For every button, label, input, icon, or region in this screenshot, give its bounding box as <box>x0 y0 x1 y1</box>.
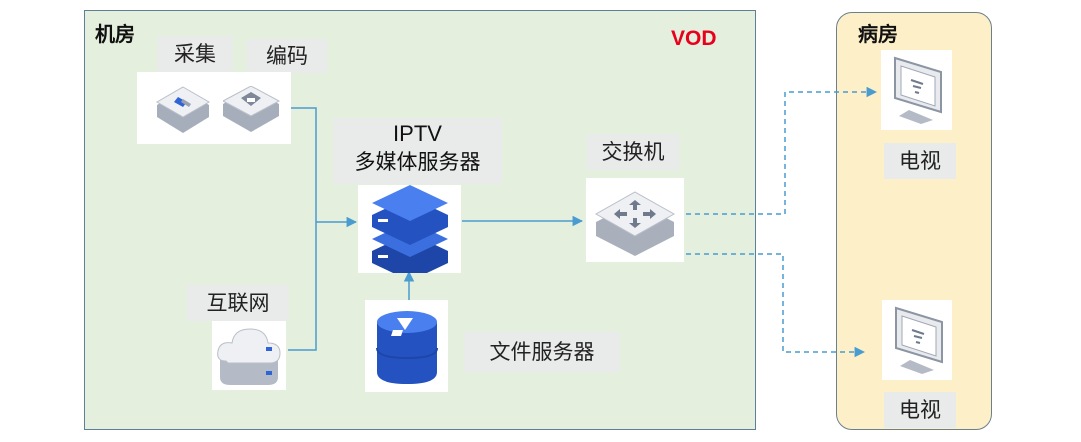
server-icon <box>372 185 448 281</box>
ward-title: 病房 <box>858 22 898 46</box>
monitor-icon <box>895 306 943 374</box>
switch-to-tv-top-line <box>686 86 878 215</box>
monitor-icon <box>894 56 942 124</box>
encoder-device-icon <box>223 86 281 132</box>
internet-label: 互联网 <box>187 285 289 321</box>
capture-label: 采集 <box>157 36 233 72</box>
tv-bottom-tile <box>882 300 952 380</box>
iptv-server-label: IPTV 多媒体服务器 <box>333 118 502 184</box>
switch-tile <box>586 178 684 262</box>
machine-room-title: 机房 <box>95 22 135 46</box>
tv-bottom-label: 电视 <box>884 392 956 428</box>
capture-device-icon <box>155 86 211 133</box>
switch-to-tv-bottom-line <box>686 253 866 358</box>
file-server-tile <box>365 300 448 392</box>
switch-label: 交换机 <box>587 134 679 170</box>
encode-to-bus-line <box>288 107 317 351</box>
iptv-label-line1: IPTV <box>393 121 442 146</box>
file-server-label: 文件服务器 <box>464 332 620 372</box>
iptv-label-line2: 多媒体服务器 <box>354 150 481 174</box>
tv-top-tile <box>881 50 952 130</box>
database-icon <box>376 311 438 384</box>
cloud-icon <box>217 328 281 385</box>
capture-encode-tile <box>137 72 291 144</box>
vod-badge: VOD <box>671 27 717 50</box>
encode-label: 编码 <box>247 39 327 73</box>
iptv-server-tile <box>358 185 461 281</box>
switch-icon <box>594 191 676 256</box>
tv-top-label: 电视 <box>884 143 956 179</box>
internet-tile <box>212 321 286 390</box>
